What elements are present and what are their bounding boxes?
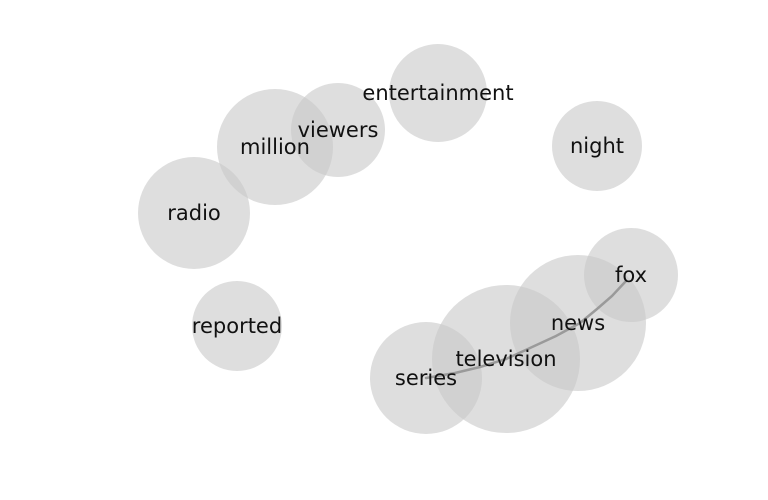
bubble-entertainment [389, 44, 487, 142]
label-news: news [551, 311, 605, 335]
label-series: series [395, 366, 457, 390]
label-reported: reported [192, 314, 282, 338]
label-radio: radio [167, 201, 221, 225]
edge-fox-news [578, 279, 628, 325]
edge-television-series [424, 357, 508, 380]
bubble-million [217, 89, 333, 205]
edges-layer [424, 279, 628, 380]
label-entertainment: entertainment [362, 81, 513, 105]
label-television: television [455, 347, 556, 371]
label-viewers: viewers [298, 118, 379, 142]
bubble-radio [138, 157, 250, 269]
bubble-reported [192, 281, 282, 371]
label-million: million [240, 135, 310, 159]
label-fox: fox [615, 263, 647, 287]
label-night: night [570, 134, 624, 158]
bubble-night [552, 101, 642, 191]
edge-news-television [504, 321, 582, 361]
